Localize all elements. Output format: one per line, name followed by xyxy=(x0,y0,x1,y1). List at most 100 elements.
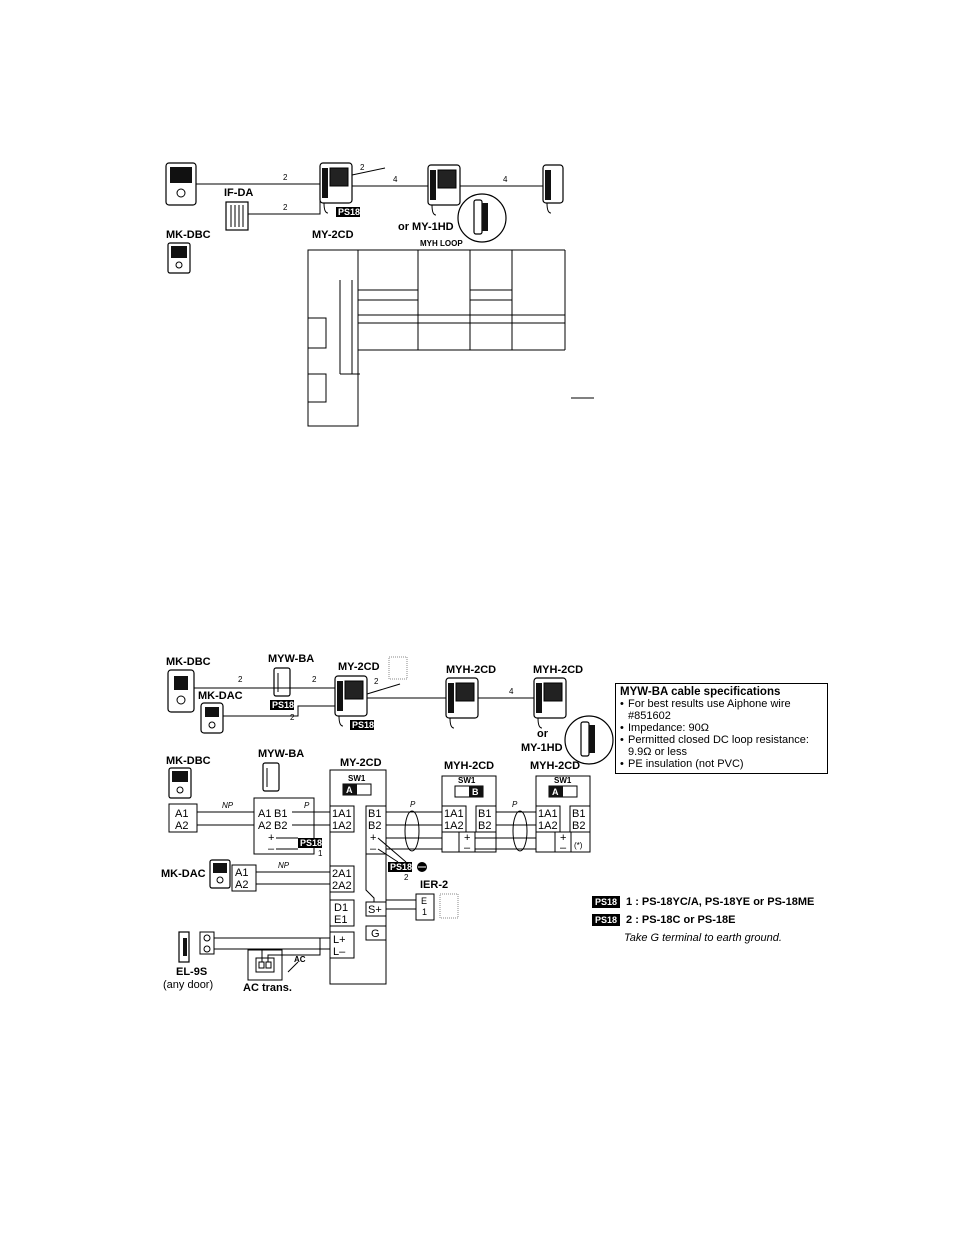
my2cd-top-label: MY-2CD xyxy=(312,229,354,241)
ground-icon xyxy=(417,862,427,872)
door-station-icon xyxy=(165,162,197,206)
my1hd-label: MY-1HD xyxy=(521,742,563,754)
mkdbc-label: MK-DBC xyxy=(166,656,211,668)
ps18-index: 1 xyxy=(318,849,323,858)
switch-a: A xyxy=(552,787,559,797)
ps18-badge: PS18 xyxy=(270,700,294,710)
spec-title: MYW-BA cable specifications xyxy=(620,686,781,698)
top-schematic xyxy=(307,249,594,427)
or-label: or xyxy=(537,728,549,740)
terminal: 1A2 xyxy=(332,820,352,832)
wire-count: 2 xyxy=(360,163,365,172)
terminal: – xyxy=(268,843,275,855)
ps18-badge: PS18 xyxy=(336,207,360,217)
terminal: A1 xyxy=(235,867,248,879)
ac-label: AC xyxy=(294,955,306,964)
terminal: + xyxy=(268,832,274,844)
mywba-label: MYW-BA xyxy=(258,748,304,760)
any-door-label: (any door) xyxy=(163,979,213,991)
ps18-badge: PS18 xyxy=(388,862,412,872)
wire-count: 2 xyxy=(283,203,288,212)
terminal: – xyxy=(464,842,471,854)
wire-count: 2 xyxy=(374,677,379,686)
svg-text:PS18: PS18 xyxy=(272,700,294,710)
wire-type: P xyxy=(512,800,518,809)
mkdbc-top-label: MK-DBC xyxy=(166,229,211,241)
wire-type: P xyxy=(410,800,416,809)
door-strike-icon xyxy=(178,931,190,963)
svg-text:PS18: PS18 xyxy=(338,207,360,217)
switch-a: A xyxy=(346,785,353,795)
bottom-diagram: MK-DBC MYW-BA MY-2CD MYH-2CD MYH-2CD MK-… xyxy=(161,653,614,994)
el9s-label: EL-9S xyxy=(176,966,207,978)
switch-label: SW1 xyxy=(348,774,366,783)
handset-zoom-icon xyxy=(564,715,614,765)
wire-count: 2 xyxy=(290,713,295,722)
ifda-adapter-icon xyxy=(225,201,249,231)
terminal: L+ xyxy=(333,934,346,946)
cable-spec-box: MYW-BA cable specifications For best res… xyxy=(615,683,828,774)
mkdbc-label: MK-DBC xyxy=(166,755,211,767)
spec-item: Permitted closed DC loop resistance: 9.9… xyxy=(620,734,823,758)
terminal: 1A2 xyxy=(444,820,464,832)
mywba-module-icon xyxy=(262,762,280,792)
terminal: B2 xyxy=(478,820,491,832)
switch-b: B xyxy=(472,787,479,797)
terminal: A1 xyxy=(175,808,188,820)
myh2cd-monitor-icon xyxy=(445,677,479,729)
ps18-badge: PS18 xyxy=(298,838,322,848)
spec-item: For best results use Aiphone wire #85160… xyxy=(620,698,823,722)
wire-count: 4 xyxy=(509,687,514,696)
svg-text:PS18: PS18 xyxy=(300,838,322,848)
svg-text:PS18: PS18 xyxy=(352,720,374,730)
spec-item: Impedance: 90Ω xyxy=(620,722,823,734)
myh-loop-label: MYH LOOP xyxy=(420,239,463,248)
myh2cd-monitor-icon xyxy=(533,677,567,729)
terminal: + xyxy=(560,832,566,844)
terminal: D1 xyxy=(334,902,348,914)
ps18-badge: PS18 xyxy=(592,914,621,926)
terminal: B1 xyxy=(368,808,381,820)
wire-count: 4 xyxy=(503,175,508,184)
ac-trans-label: AC trans. xyxy=(243,982,292,994)
ps18-badge: PS18 xyxy=(350,720,374,730)
speaker-icon xyxy=(388,656,408,680)
svg-text:PS18: PS18 xyxy=(390,862,412,872)
terminal: – xyxy=(560,842,567,854)
spec-list: For best results use Aiphone wire #85160… xyxy=(620,698,823,770)
myh2cd-label: MYH-2CD xyxy=(530,760,580,772)
terminal: 2A2 xyxy=(332,880,352,892)
sub-monitor-icon xyxy=(427,164,461,216)
terminal: – xyxy=(370,843,377,855)
mywba-module-icon xyxy=(273,667,291,697)
handset-zoom-icon xyxy=(457,193,507,243)
top-diagram: IF-DA MK-DBC 2 2 2 4 4 xyxy=(165,162,594,427)
terminal: B2 xyxy=(572,820,585,832)
legend-note: Take G terminal to earth ground. xyxy=(624,932,782,944)
mywba-label: MYW-BA xyxy=(268,653,314,665)
my2cd-label: MY-2CD xyxy=(338,661,380,673)
legend-line: 2 : PS-18C or PS-18E xyxy=(626,914,736,926)
mkdac-label: MK-DAC xyxy=(161,868,206,880)
wire-type: NP xyxy=(278,861,290,870)
terminal: L– xyxy=(333,946,346,958)
mkdac-station-icon xyxy=(209,859,231,889)
switch-label: SW1 xyxy=(554,776,572,785)
terminal: G xyxy=(371,928,380,940)
wire-type: P xyxy=(304,801,310,810)
my2cd-monitor-icon xyxy=(334,675,368,727)
terminal: A2 xyxy=(235,879,248,891)
terminal: A2 xyxy=(258,820,271,832)
terminal: 2A1 xyxy=(332,868,352,880)
terminal: B1 xyxy=(274,808,287,820)
mkdac-station-icon xyxy=(200,702,224,734)
wire-count: 4 xyxy=(393,175,398,184)
terminal: 1 xyxy=(422,907,427,917)
handset-station-icon xyxy=(542,164,564,214)
my2cd-label: MY-2CD xyxy=(340,757,382,769)
terminal: B1 xyxy=(572,808,585,820)
ps18-index: 2 xyxy=(404,873,409,882)
mkdbc-station-icon xyxy=(167,669,195,713)
